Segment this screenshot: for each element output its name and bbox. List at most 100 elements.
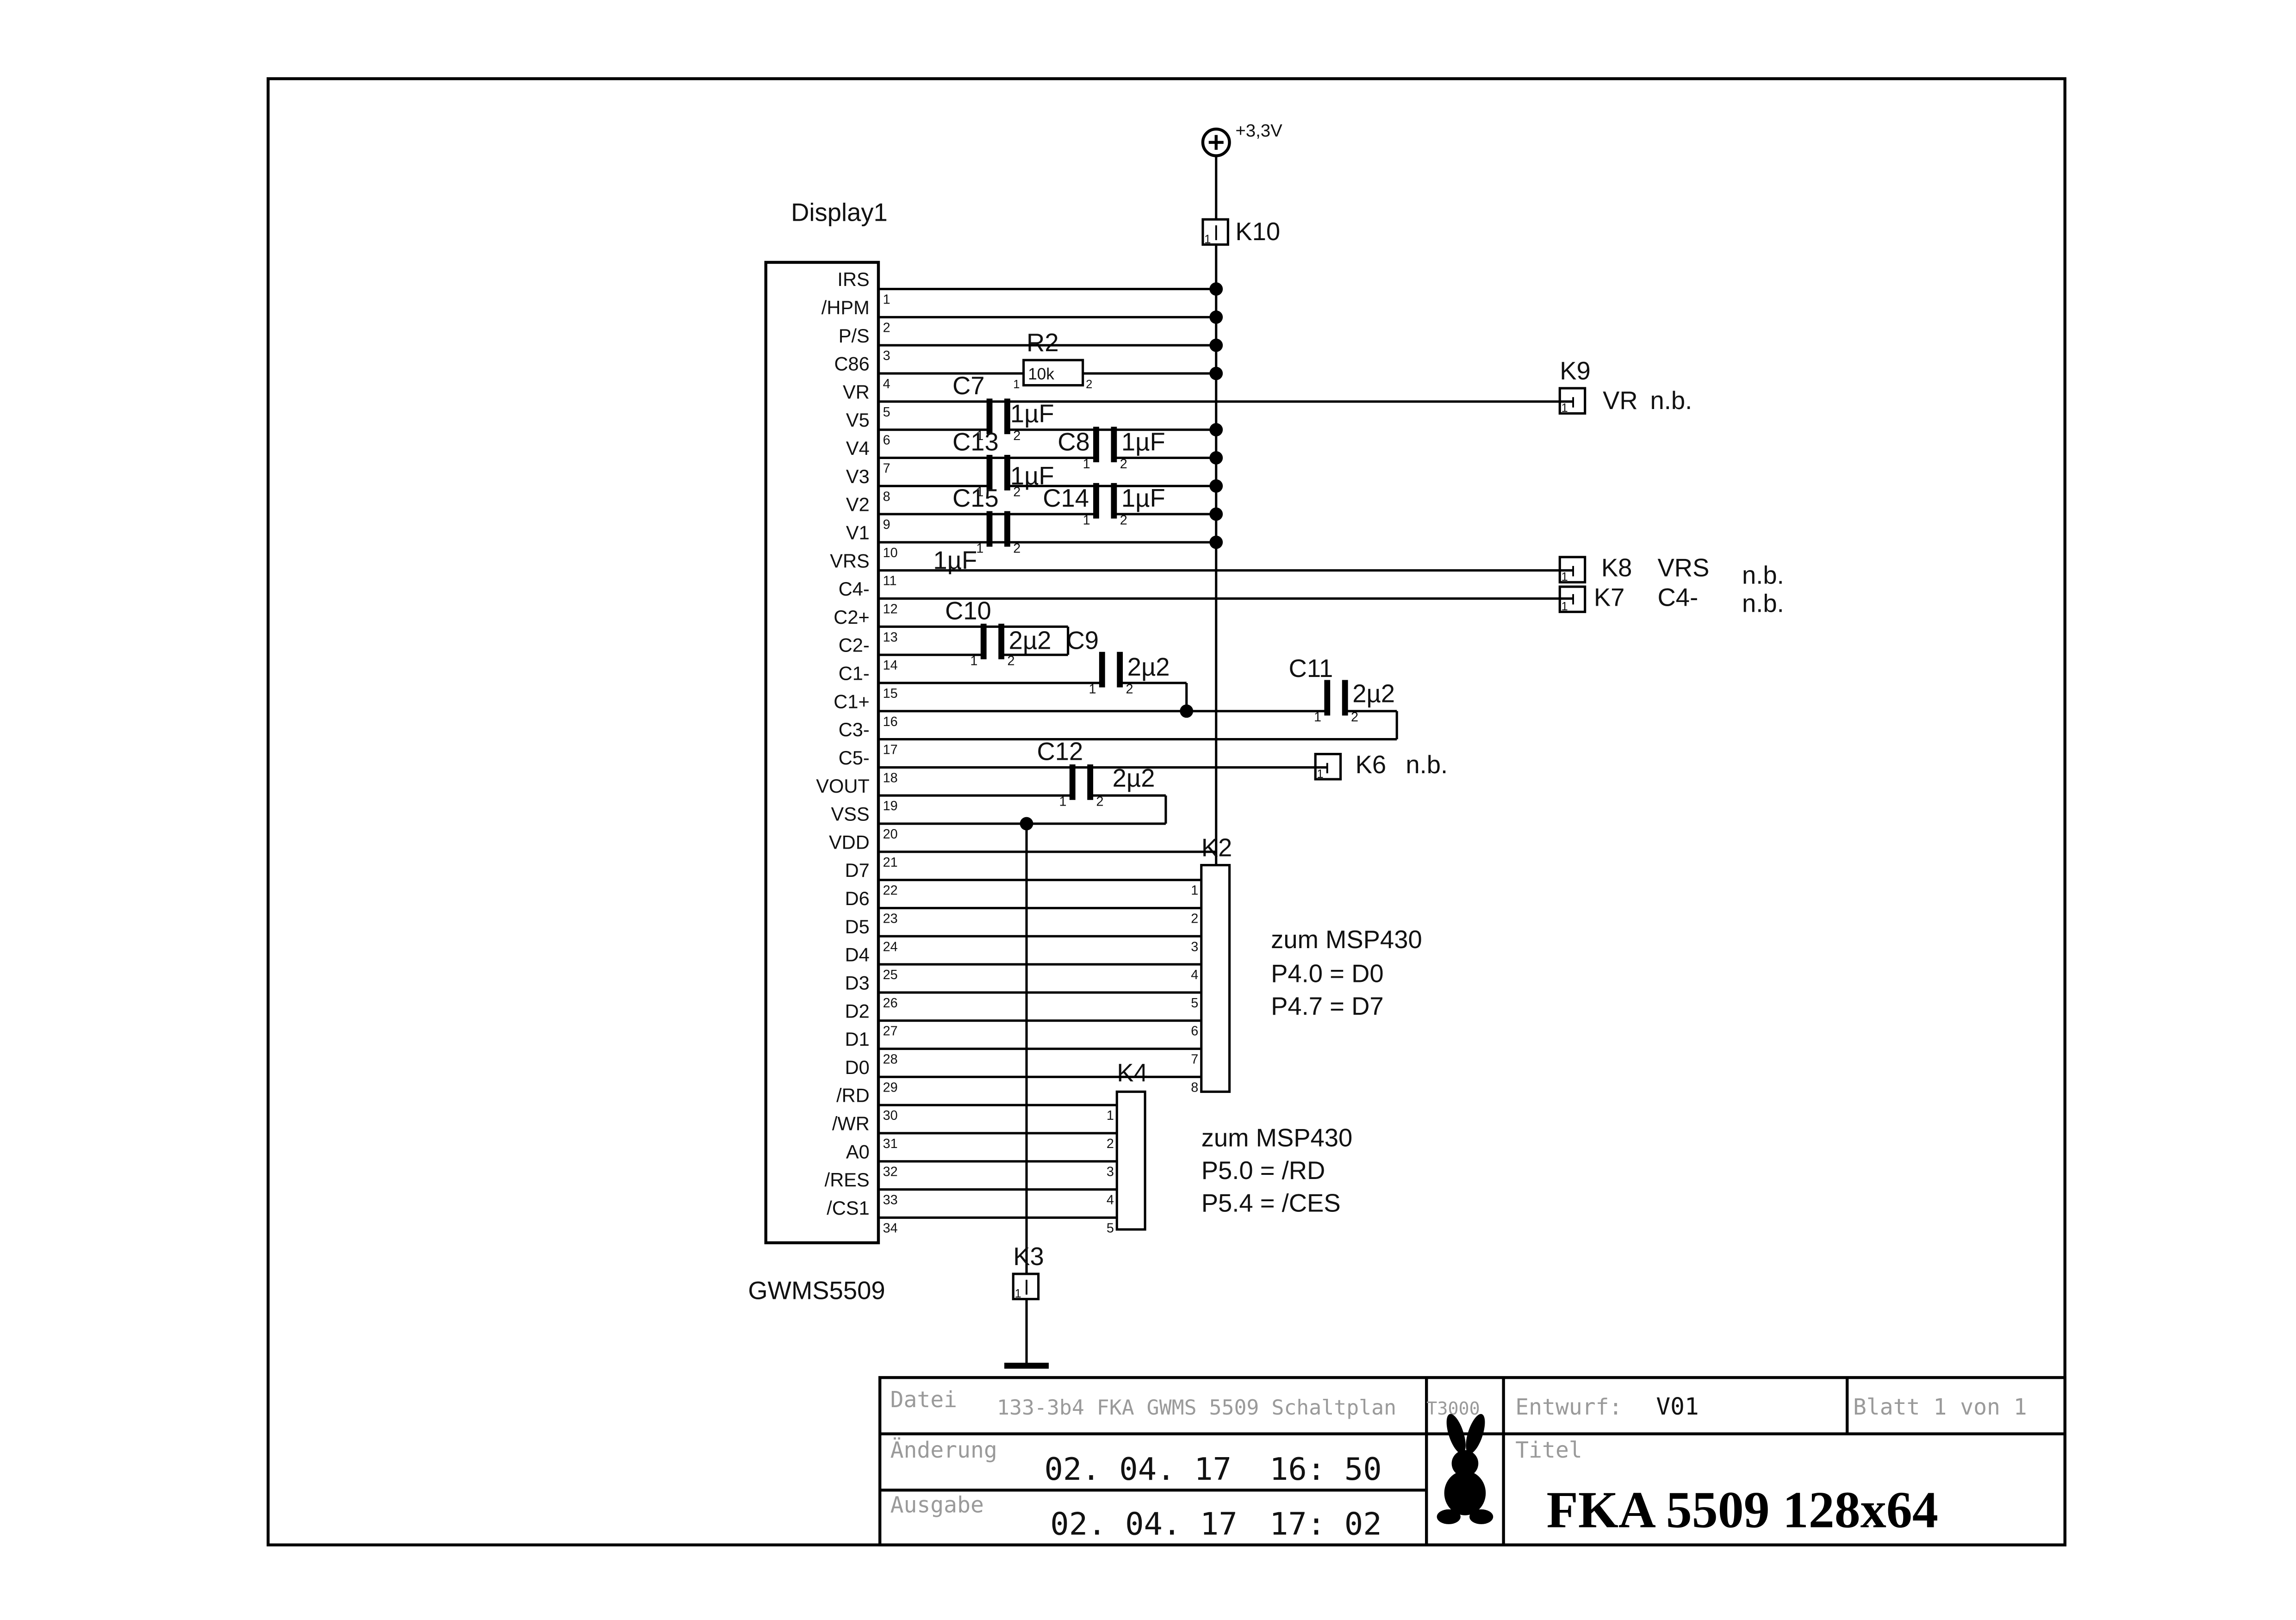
pin-number: 21 xyxy=(883,855,898,870)
pin-name: /WR xyxy=(832,1113,870,1135)
c12-value: 2µ2 xyxy=(1113,764,1155,792)
k2-pin-number: 6 xyxy=(1191,1024,1198,1039)
pin-number: 18 xyxy=(883,770,898,785)
k8-nb: n.b. xyxy=(1742,561,1784,590)
c7-label: C7 xyxy=(952,372,985,400)
capacitor-pin-2: 2 xyxy=(1013,428,1020,443)
k4-pin-number: 2 xyxy=(1107,1136,1114,1151)
pin-number: 22 xyxy=(883,883,898,898)
connector-k2 xyxy=(1200,864,1231,1093)
pin-name: C2- xyxy=(839,634,870,656)
capacitor-pin-1: 1 xyxy=(1083,513,1090,528)
pin-number: 20 xyxy=(883,827,898,842)
pin-name: V3 xyxy=(846,466,870,487)
capacitor-pin-1: 1 xyxy=(976,485,983,500)
pin-number: 24 xyxy=(883,939,898,954)
pin-number: 6 xyxy=(883,433,890,448)
capacitor-pin-2: 2 xyxy=(1351,710,1358,725)
r2-pin2: 2 xyxy=(1086,378,1092,391)
resistor-r2 xyxy=(1022,359,1084,387)
ausgabe-date: 02. 04. 17 xyxy=(1050,1506,1238,1542)
pin-name: D3 xyxy=(845,972,870,993)
pin-name: /RES xyxy=(825,1169,870,1191)
display-part: GWMS5509 xyxy=(748,1276,885,1304)
pin-number: 29 xyxy=(883,1080,898,1095)
k2-note-3: P4.7 = D7 xyxy=(1271,992,1383,1020)
pin-number: 8 xyxy=(883,489,890,504)
c14-value: 1µF xyxy=(1121,484,1165,512)
pin-number: 32 xyxy=(883,1165,898,1179)
k10-label: K10 xyxy=(1235,217,1280,246)
capacitor-pin-1: 1 xyxy=(1059,794,1066,809)
k8-net: VRS xyxy=(1658,553,1710,582)
pin-name: VDD xyxy=(829,831,870,853)
c8-value: 1µF xyxy=(1121,428,1165,456)
pin-number: 2 xyxy=(883,320,890,335)
capacitor-pin-1: 1 xyxy=(976,428,983,443)
k4-pin-number: 4 xyxy=(1107,1193,1114,1208)
pin-name: C86 xyxy=(834,353,869,375)
pin-name: D6 xyxy=(845,888,870,909)
c7-value: 1µF xyxy=(1010,400,1054,428)
c15-label: C15 xyxy=(952,484,999,512)
pin-number: 4 xyxy=(883,377,890,391)
titel-value: FKA 5509 128x64 xyxy=(1546,1481,1938,1539)
k4-pins: 1 2 3 4 5 xyxy=(1107,1108,1114,1235)
k4-note-1: zum MSP430 xyxy=(1201,1124,1353,1152)
c11-label: C11 xyxy=(1289,654,1333,683)
k8-label: K8 xyxy=(1601,553,1632,582)
k2-pin-number: 2 xyxy=(1191,911,1198,926)
pin-number: 12 xyxy=(883,602,898,617)
pin-name: V4 xyxy=(846,437,870,459)
capacitor-pin-2: 2 xyxy=(1007,654,1014,669)
pin-name: /RD xyxy=(836,1085,870,1106)
k4-pin-number: 1 xyxy=(1107,1108,1114,1123)
capacitor-pin-1: 1 xyxy=(1089,682,1096,696)
pin-name: C4- xyxy=(839,578,870,600)
pin-name: A0 xyxy=(846,1141,870,1162)
pin-number: 34 xyxy=(883,1221,898,1235)
c8-label: C8 xyxy=(1058,428,1090,456)
pin-name: /CS1 xyxy=(827,1197,869,1219)
pin-name: D4 xyxy=(845,944,870,966)
display-title: Display1 xyxy=(791,198,888,226)
ausgabe-time: 17: 02 xyxy=(1269,1506,1382,1542)
c12-label: C12 xyxy=(1037,737,1083,765)
capacitor-pin-2: 2 xyxy=(1013,485,1020,500)
connector-k4 xyxy=(1115,1090,1146,1231)
capacitor-pin-2: 2 xyxy=(1126,682,1133,696)
capacitor-pin-1: 1 xyxy=(970,654,977,669)
k2-pin-number: 5 xyxy=(1191,996,1198,1011)
k3-label: K3 xyxy=(1013,1242,1044,1271)
k2-label: K2 xyxy=(1201,833,1232,862)
pin-name: C1+ xyxy=(834,690,869,712)
pin-number: 7 xyxy=(883,461,890,476)
pin-number: 16 xyxy=(883,714,898,729)
pin-name: /HPM xyxy=(821,297,870,318)
k4-pin-number: 5 xyxy=(1107,1221,1114,1235)
k9-label: K9 xyxy=(1560,357,1591,385)
bus-junctions xyxy=(1020,282,1223,831)
k7-net: C4- xyxy=(1658,583,1699,612)
capacitor-pin-1: 1 xyxy=(1314,710,1321,725)
pin-name: C1- xyxy=(839,663,870,684)
connector-pin-marks xyxy=(1026,225,1574,1295)
pin-name: VR xyxy=(843,381,870,403)
pin-number: 11 xyxy=(883,574,897,589)
pin-number: 14 xyxy=(883,658,898,673)
k4-pin-number: 3 xyxy=(1107,1165,1114,1179)
pin-name: VSS xyxy=(831,803,870,825)
r2-label: R2 xyxy=(1027,329,1059,357)
capacitor-pin-2: 2 xyxy=(1120,457,1127,472)
ausgabe-label: Ausgabe xyxy=(890,1492,984,1518)
pin-name: C2+ xyxy=(834,606,869,628)
pin-name: IRS xyxy=(837,268,869,290)
pin-name: V2 xyxy=(846,494,870,515)
power-label: +3,3V xyxy=(1235,121,1282,141)
pin-number: 28 xyxy=(883,1052,898,1067)
pin-name: D2 xyxy=(845,1000,870,1022)
k9-pin: 1 xyxy=(1561,402,1568,415)
pin-number: 30 xyxy=(883,1108,898,1123)
